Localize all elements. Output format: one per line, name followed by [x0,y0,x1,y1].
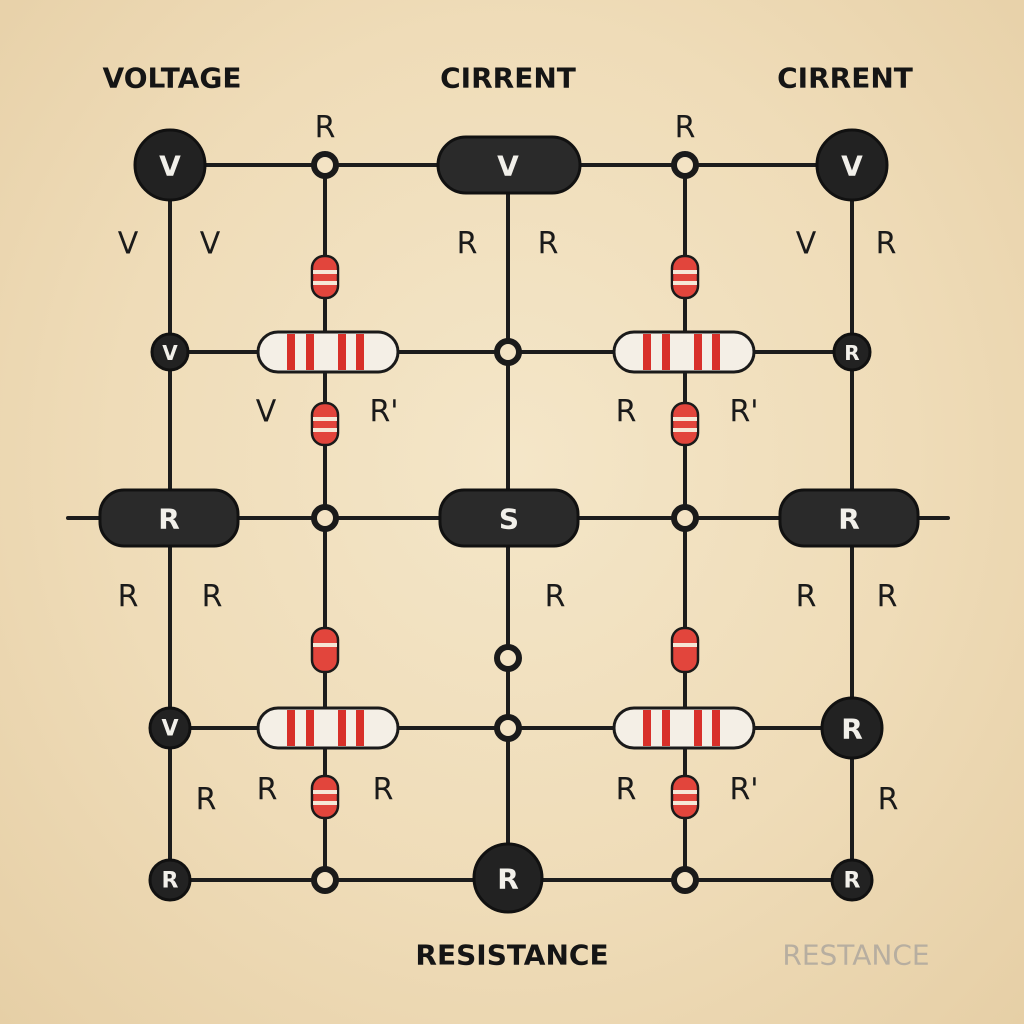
label-r-top-2: R [675,111,696,146]
heading-current-center: CIRRENT [440,62,576,95]
label-row3-c: R [545,580,566,615]
label-row2-b: R' [369,395,398,430]
switch-pill-center: S [438,488,580,548]
label-row3-b: R [202,580,223,615]
resistor-horizontal-row4-right [612,706,756,750]
heading-voltage: VOLTAGE [103,62,242,95]
junction-top-1 [311,151,339,179]
node-bottom-right: R [830,858,874,902]
resistor-vertical-middle-left [310,401,340,447]
node-bottom-center-label: R [497,863,519,896]
junction-row5-left [311,866,339,894]
junction-row2-center [494,338,522,366]
junction-row3-right [671,504,699,532]
label-row4-f: R [878,783,899,818]
label-row4-e: R' [729,773,758,808]
node-bottom-right-label: R [844,869,861,894]
node-lower-right: R [820,696,884,760]
label-row1-b: V [200,227,221,262]
junction-row4-center [494,714,522,742]
node-bottom-left-label: R [162,869,179,894]
node-mid-right-label: R [844,341,859,365]
node-bottom-left: R [148,858,192,902]
node-lower-left: V [148,706,192,750]
node-lower-left-label: V [161,717,178,742]
resistor-pill-center-left: R [98,488,240,548]
resistor-vertical-bottom-left [310,774,340,820]
resistor-vertical-middle-right [670,401,700,447]
label-row1-f: R [876,227,897,262]
heading-current-right: CIRRENT [777,62,913,95]
label-row3-e: R [877,580,898,615]
switch-pill-center-label: S [499,503,519,536]
junction-row5-right [671,866,699,894]
node-mid-left: V [150,332,190,372]
junction-row3-left [311,504,339,532]
label-row1-e: V [796,227,817,262]
resistor-vertical-upper-left [310,254,340,300]
resistor-pill-center-left-label: R [158,503,180,536]
label-row3-d: R [796,580,817,615]
resistor-pill-center-right-label: R [838,503,860,536]
label-row4-b: R [257,773,278,808]
resistor-horizontal-row4-left [256,706,400,750]
heading-resistance: RESISTANCE [415,939,608,972]
label-row1-c: R [457,227,478,262]
node-bottom-center: R [472,842,544,914]
label-row2-c: R [616,395,637,430]
resistor-vertical-lower-right [670,626,700,674]
resistor-horizontal-row2-right [612,330,756,374]
resistor-vertical-bottom-right [670,774,700,820]
voltage-source-top-right-label: V [841,150,863,183]
voltage-source-top-right: V [815,128,889,202]
label-row4-a: R [196,783,217,818]
resistor-pill-center-right: R [778,488,920,548]
label-row1-d: R [538,227,559,262]
resistor-vertical-lower-left [310,626,340,674]
node-mid-left-label: V [162,341,178,365]
resistor-vertical-upper-right [670,254,700,300]
label-row2-a: V [256,395,277,430]
junction-top-2 [671,151,699,179]
voltage-pill-top-center: V [436,135,582,195]
voltage-source-top-left: V [133,128,207,202]
label-row1-a: V [118,227,139,262]
voltage-pill-top-center-label: V [497,150,519,183]
node-lower-right-label: R [841,713,863,746]
label-row4-c: R [373,773,394,808]
label-row3-a: R [118,580,139,615]
label-row4-d: R [616,773,637,808]
voltage-source-top-left-label: V [159,150,181,183]
junction-row3-center-lower [494,644,522,672]
node-mid-right: R [832,332,872,372]
label-row2-d: R' [729,395,758,430]
label-r-top-1: R [315,111,336,146]
heading-restance: RESTANCE [782,939,929,972]
resistor-horizontal-row2-left [256,330,400,374]
